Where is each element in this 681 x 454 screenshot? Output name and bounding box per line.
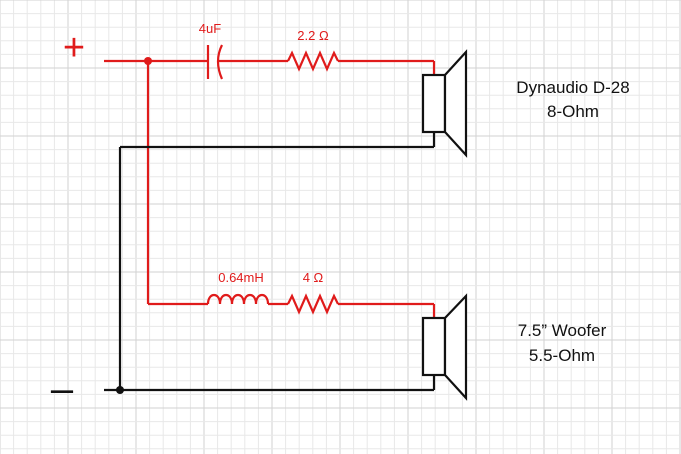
tweeter-resistor-label: 2.2 Ω <box>297 28 329 43</box>
inductor-label: 0.64mH <box>218 270 264 285</box>
woofer-name-label: 7.5” Woofer <box>518 321 607 340</box>
tweeter-speaker-icon <box>421 49 468 158</box>
negative-terminal-symbol: – <box>51 367 74 411</box>
resistor-4-ohm <box>287 293 339 315</box>
positive-terminal-symbol: + <box>63 27 85 69</box>
tweeter-name-label: Dynaudio D-28 <box>516 78 629 97</box>
woofer-impedance-label: 5.5-Ohm <box>529 346 595 365</box>
woofer-resistor-label: 4 Ω <box>303 270 324 285</box>
capacitor-label: 4uF <box>199 21 221 36</box>
negative-wiring <box>104 131 436 394</box>
capacitor-4uf <box>206 44 288 80</box>
negative-junction-dot <box>116 386 124 394</box>
positive-junction-dot <box>144 57 152 65</box>
woofer-branch <box>148 293 436 318</box>
resistor-2-2-ohm <box>287 50 339 72</box>
tweeter-impedance-label: 8-Ohm <box>547 102 599 121</box>
woofer-speaker-icon <box>421 293 468 401</box>
tweeter-branch <box>104 44 436 304</box>
inductor-0-64mh <box>206 293 270 305</box>
